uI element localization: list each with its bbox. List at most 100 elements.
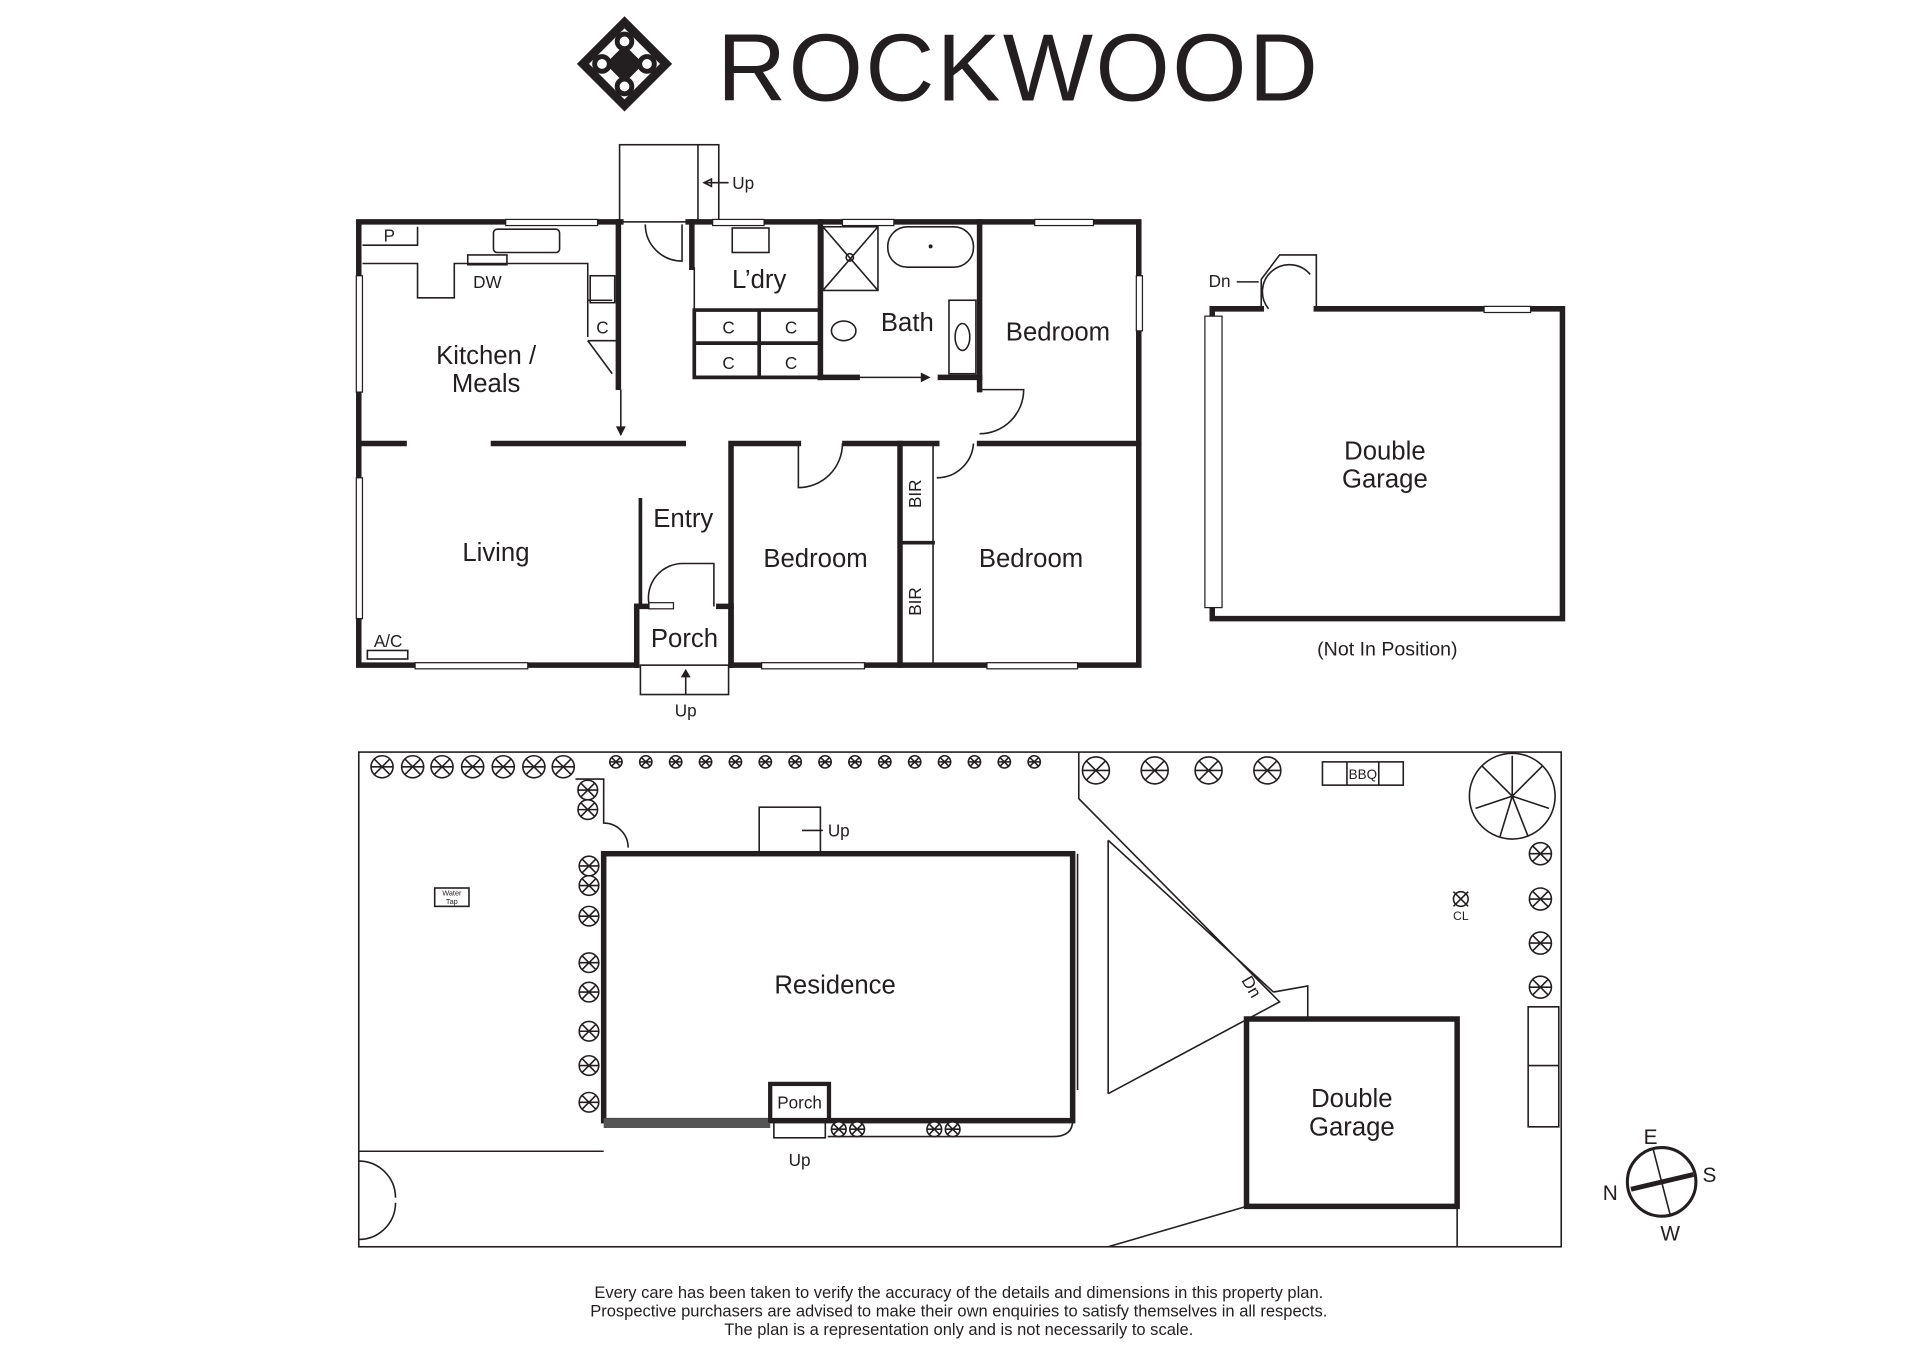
shrub-icon-detail	[579, 955, 599, 971]
cupboard-label: C	[785, 317, 797, 337]
compass-e: E	[1644, 1126, 1658, 1149]
cupboard-label: C	[785, 353, 797, 373]
disclaimer-line-2: Prospective purchasers are advised to ma…	[590, 1302, 1327, 1321]
garage-title-2: Garage	[1342, 466, 1428, 494]
bedroom-1-label: Bedroom	[1006, 319, 1110, 347]
shrub-icon-detail	[579, 858, 599, 874]
driveway-dn-label: Dn	[1238, 972, 1266, 1001]
shrub-icon-detail	[577, 782, 598, 798]
disclaimer-line-1: Every care has been taken to verify the …	[594, 1283, 1323, 1302]
bbq-label: BBQ	[1349, 767, 1377, 782]
shrub-icon-detail	[1529, 934, 1552, 952]
shrub-icon-detail	[759, 757, 772, 767]
shrub-icon-detail	[552, 758, 575, 776]
shrub-icon-detail	[1253, 760, 1281, 781]
porch-label: Porch	[651, 625, 718, 653]
logo-mark-icon	[576, 16, 673, 112]
shrub-icon-detail	[1195, 760, 1223, 781]
bedroom-3-label: Bedroom	[979, 545, 1083, 573]
site-garage-title-2: Garage	[1309, 1113, 1395, 1141]
garage-note: (Not In Position)	[1317, 638, 1457, 660]
site-garage-title-1: Double	[1311, 1085, 1392, 1113]
dishwasher-label: DW	[473, 272, 502, 292]
brand-name: ROCKWOOD	[717, 16, 1320, 122]
rockwood-logo: ROCKWOOD	[576, 16, 1320, 122]
bir-2-label: BIR	[905, 587, 925, 616]
bath-label: Bath	[881, 309, 934, 337]
water-tap-label-2: Tap	[446, 897, 458, 906]
bedroom-2-label: Bedroom	[763, 545, 867, 573]
shrub-icon-detail	[579, 1023, 599, 1039]
cupboard-label: C	[722, 353, 734, 373]
bir-1-label: BIR	[905, 479, 925, 508]
shrub-icon-detail	[579, 908, 599, 924]
laundry-cupboards: C C C C	[692, 308, 823, 380]
shrub-icon-detail	[1529, 890, 1552, 908]
cupboard-label: C	[596, 317, 608, 337]
shrub-icon-detail	[579, 984, 599, 1000]
shrub-icon-detail	[639, 757, 652, 767]
shrub-icon-detail	[789, 757, 802, 767]
garage-plan: Dn Double Garage (Not In Position)	[1204, 254, 1566, 660]
shrub-icon-detail	[1028, 757, 1041, 767]
shrub-icon-detail	[609, 757, 623, 767]
disclaimer-line-3: The plan is a representation only and is…	[724, 1320, 1193, 1339]
shrub-icon-detail	[968, 757, 981, 767]
air-con-label: A/C	[374, 631, 403, 651]
pantry-label: P	[384, 225, 395, 245]
compass-w: W	[1660, 1223, 1680, 1246]
kitchen-label: Kitchen /	[436, 342, 537, 370]
shrub-icon-detail	[1082, 760, 1110, 781]
shrub-icon-detail	[461, 758, 484, 776]
water-tap-label: Water	[442, 888, 462, 897]
shrub-icon-detail	[371, 758, 394, 776]
rear-stairs-label: Up	[732, 173, 754, 193]
shrub-icon-detail	[878, 757, 891, 767]
shrub-icon-detail	[926, 1123, 942, 1135]
shrub-icon-detail	[401, 758, 424, 776]
shrub-icon-detail	[431, 758, 454, 776]
clothesline-label: CL	[1453, 909, 1469, 923]
floor-plan: Up P DW C Kitchen / Meals Living A/C L’d…	[355, 143, 1144, 721]
front-stairs-label: Up	[675, 701, 697, 721]
laundry-label: L’dry	[732, 266, 786, 294]
shrub-icon-detail	[818, 757, 832, 767]
shrub-icon-detail	[831, 1123, 847, 1135]
cupboard-label: C	[722, 317, 734, 337]
shrub-icon-detail	[1141, 760, 1169, 781]
shrub-icon-detail	[699, 757, 712, 767]
site-rear-up-label: Up	[828, 821, 850, 841]
shrub-icon-detail	[669, 757, 682, 767]
shrub-icon-detail	[908, 757, 921, 767]
compass-n: N	[1603, 1182, 1618, 1205]
shrub-icon-detail	[492, 758, 515, 776]
shrub-icon-detail	[577, 802, 598, 818]
meals-label: Meals	[452, 370, 521, 398]
shrub-icon-detail	[579, 1094, 599, 1110]
residence-label: Residence	[774, 971, 895, 999]
shrub-icon-detail	[945, 1123, 960, 1135]
shrub-icon-detail	[1529, 845, 1552, 862]
large-tree-icon	[1468, 752, 1556, 840]
living-label: Living	[462, 539, 529, 567]
shrub-icon-detail	[729, 757, 742, 767]
garage-title-1: Double	[1344, 437, 1425, 465]
shrub-icon-detail	[938, 757, 951, 767]
shrub-icon-detail	[522, 758, 545, 776]
garage-stairs-label: Dn	[1209, 271, 1231, 291]
shrub-icon-detail	[1529, 978, 1552, 996]
shrub-icon-detail	[579, 1058, 599, 1073]
shrub-icon-detail	[849, 1123, 865, 1135]
shrubs	[370, 754, 1553, 1138]
disclaimer: Every care has been taken to verify the …	[590, 1283, 1327, 1339]
shrub-icon-detail	[848, 757, 862, 767]
compass-icon: E S N W	[1603, 1126, 1717, 1246]
shrub-icon-detail	[998, 757, 1011, 767]
shrub-icon-detail	[579, 878, 599, 893]
site-porch-label: Porch	[777, 1092, 822, 1112]
site-porch-up-label: Up	[789, 1150, 811, 1170]
compass-s: S	[1702, 1164, 1716, 1187]
clothesline-icon: CL	[1452, 890, 1469, 923]
entry-label: Entry	[653, 505, 713, 533]
